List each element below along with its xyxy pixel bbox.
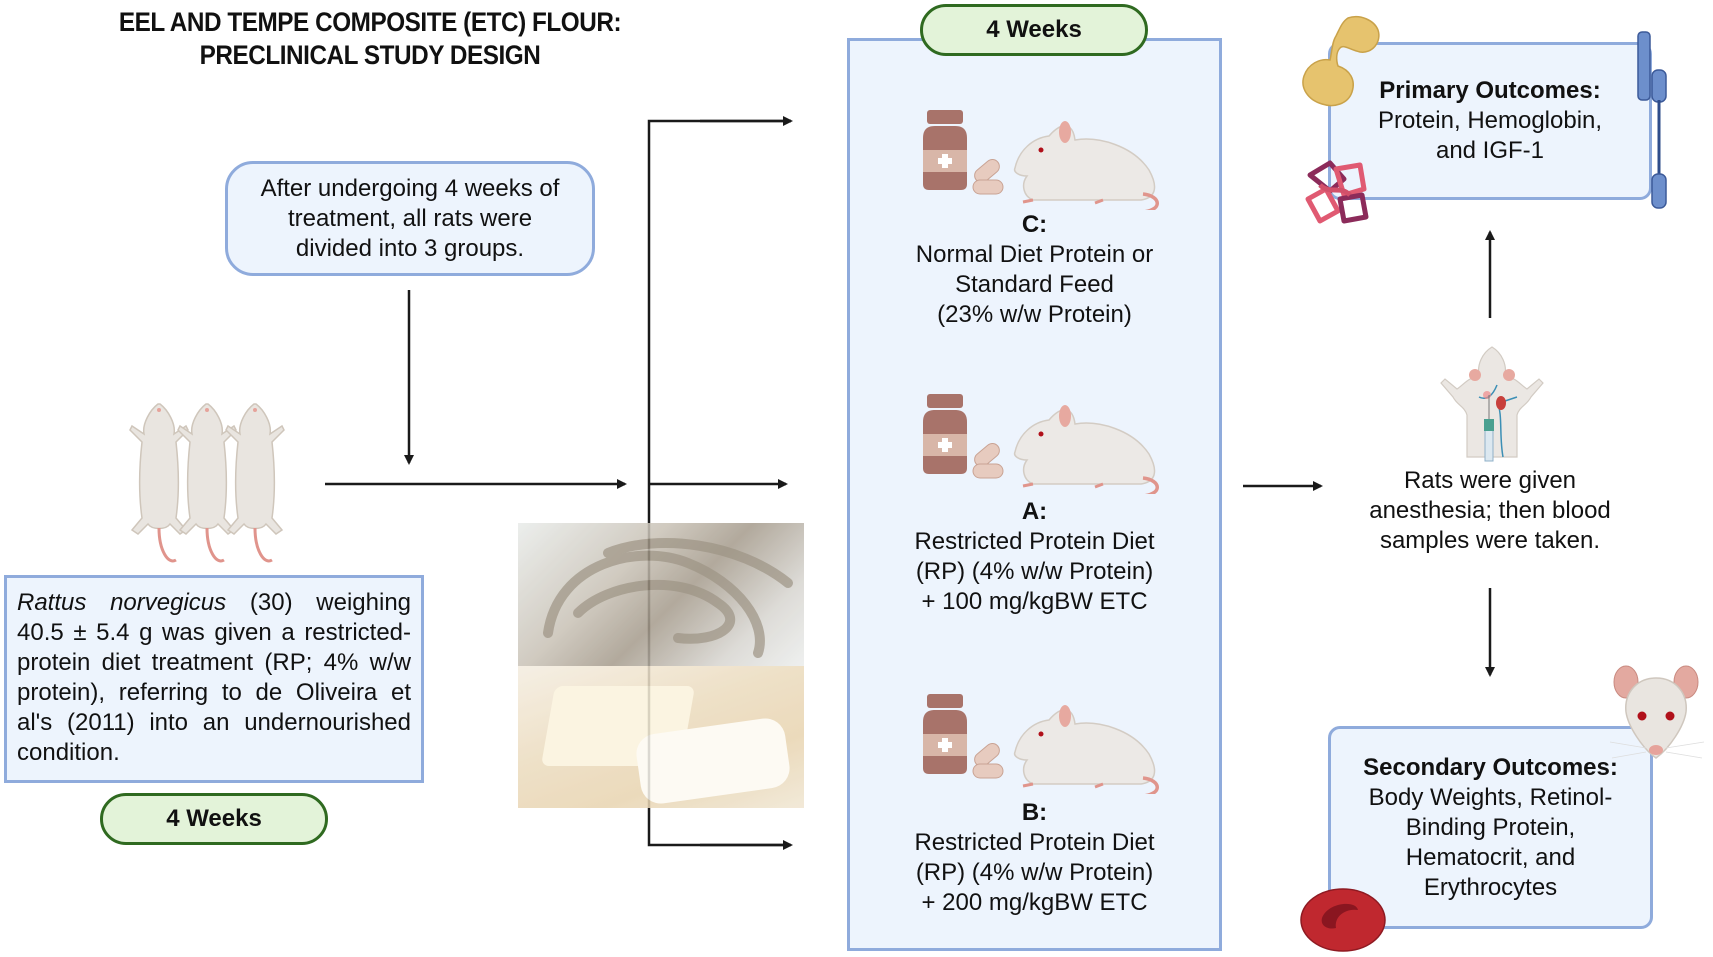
sampling-line-2: anesthesia; then blood	[1369, 497, 1611, 524]
group-b-line-3: + 200 mg/kgBW ETC	[921, 889, 1148, 916]
sampling-step: Rats were given anesthesia; then blood s…	[1325, 466, 1655, 556]
group-b: B: Restricted Protein Diet (RP) (4% w/w …	[850, 798, 1219, 918]
secondary-outcomes-line-3: Hematocrit, and	[1405, 843, 1576, 871]
subjects-description-box: Rattus norvegicus (30) weighing 40.5 ± 5…	[4, 575, 424, 783]
primary-outcomes-heading: Primary Outcomes:	[1379, 77, 1601, 104]
secondary-outcomes-line-2: Binding Protein,	[1405, 813, 1576, 841]
rats-group-icon	[129, 402, 286, 563]
secondary-outcomes-line-1: Body Weights, Retinol-	[1368, 783, 1613, 811]
group-c: C: Normal Diet Protein or Standard Feed …	[850, 210, 1219, 330]
group-b-illustration	[923, 692, 1160, 794]
group-b-line-2: (RP) (4% w/w Protein)	[915, 859, 1154, 886]
group-b-line-1: Restricted Protein Diet	[914, 829, 1155, 856]
group-c-line-2: Standard Feed	[955, 271, 1114, 298]
red-blood-cell-icon	[1300, 888, 1386, 952]
hemoglobin-molecule-icon	[1305, 160, 1369, 224]
tempe-photo	[518, 666, 804, 808]
group-a-line-3: + 100 mg/kgBW ETC	[921, 588, 1148, 615]
group-a-line-1: Restricted Protein Diet	[914, 528, 1155, 555]
title-line-1: EEL AND TEMPE COMPOSITE (ETC) FLOUR:	[118, 7, 622, 37]
treatment-duration-label: 4 Weeks	[986, 16, 1082, 43]
primary-outcomes-line-2: and IGF-1	[1435, 137, 1545, 164]
group-c-line-3: (23% w/w Protein)	[937, 301, 1132, 328]
secondary-outcomes-heading: Secondary Outcomes:	[1363, 753, 1618, 781]
title-line-2: PRECLINICAL STUDY DESIGN	[199, 40, 541, 70]
division-note-box: After undergoing 4 weeks of treatment, a…	[225, 161, 595, 276]
subjects-species: Rattus norvegicus	[17, 589, 227, 616]
sampling-line-1: Rats were given	[1403, 467, 1577, 494]
secondary-outcomes-box: Secondary Outcomes: Body Weights, Retino…	[1328, 726, 1653, 929]
primary-outcomes-box: Primary Outcomes: Protein, Hemoglobin, a…	[1328, 42, 1652, 200]
protein-molecule-icon	[1302, 16, 1380, 107]
group-c-illustration	[923, 108, 1160, 210]
rat-head-icon	[1609, 665, 1705, 759]
subjects-description: Rattus norvegicus (30) weighing 40.5 ± 5…	[17, 588, 411, 768]
sampling-line-3: samples were taken.	[1379, 527, 1601, 554]
group-a-illustration	[923, 392, 1160, 494]
division-note-line-2: treatment, all rats were	[287, 204, 533, 232]
subjects-duration-label: 4 Weeks	[166, 805, 262, 832]
treatment-groups-panel	[847, 38, 1222, 951]
blood-sampling-rat-icon	[1440, 346, 1544, 462]
division-note-line-1: After undergoing 4 weeks of	[260, 174, 560, 202]
secondary-outcomes-line-4: Erythrocytes	[1423, 873, 1558, 901]
treatment-duration-pill: 4 Weeks	[920, 4, 1148, 56]
eel-photo	[518, 523, 804, 666]
page-title: EEL AND TEMPE COMPOSITE (ETC) FLOUR: PRE…	[73, 6, 667, 72]
group-a: A: Restricted Protein Diet (RP) (4% w/w …	[850, 497, 1219, 617]
group-a-label: A:	[1021, 498, 1048, 525]
subjects-duration-pill: 4 Weeks	[100, 793, 328, 845]
primary-outcomes-line-1: Protein, Hemoglobin,	[1377, 107, 1603, 134]
receptor-icon	[1637, 31, 1667, 209]
subjects-details: (30) weighing 40.5 ± 5.4 g was given a r…	[17, 589, 412, 766]
group-c-label: C:	[1021, 211, 1048, 238]
eel-tempe-photo	[518, 523, 804, 808]
group-a-line-2: (RP) (4% w/w Protein)	[915, 558, 1154, 585]
group-b-label: B:	[1021, 799, 1048, 826]
eel-icon	[543, 538, 793, 658]
division-note-line-3: divided into 3 groups.	[295, 234, 525, 262]
group-c-line-1: Normal Diet Protein or	[915, 241, 1154, 268]
